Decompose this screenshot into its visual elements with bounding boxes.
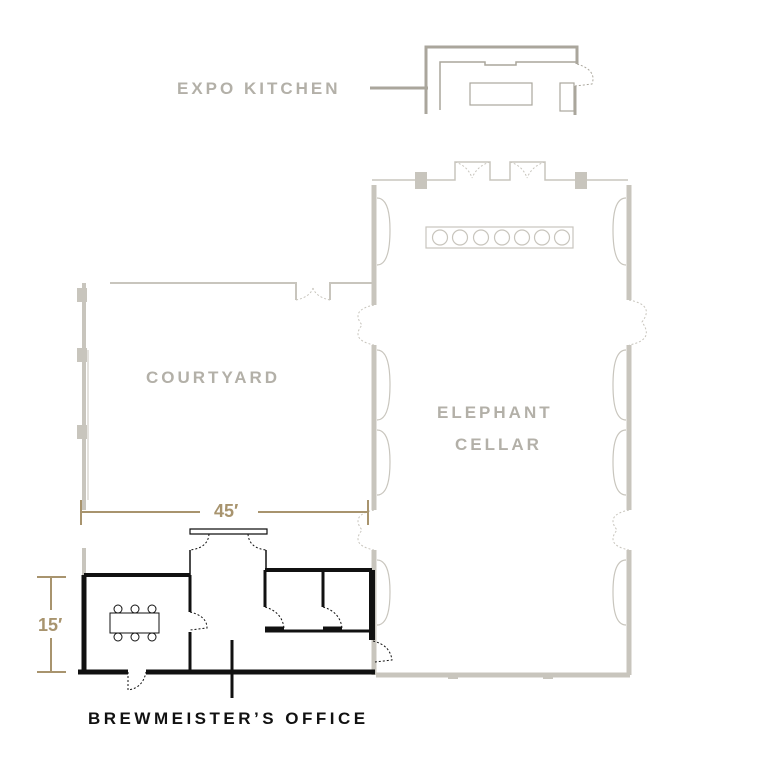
brewmeisters-office-walls [78,528,393,698]
elephant-cellar-label-line2: CELLAR [455,435,542,454]
elephant-cellar-walls [357,161,647,679]
dimension-lines [37,500,369,673]
expo-kitchen-label: EXPO KITCHEN [177,79,341,98]
expo-kitchen-walls [370,45,594,115]
brewmeisters-office-label: BREWMEISTER’S OFFICE [88,709,369,728]
courtyard-walls [77,282,372,575]
courtyard-label: COURTYARD [146,368,281,387]
width-dimension-label: 45′ [214,501,239,521]
elephant-cellar-label-line1: ELEPHANT [437,403,553,422]
height-dimension-label: 15′ [38,615,63,635]
